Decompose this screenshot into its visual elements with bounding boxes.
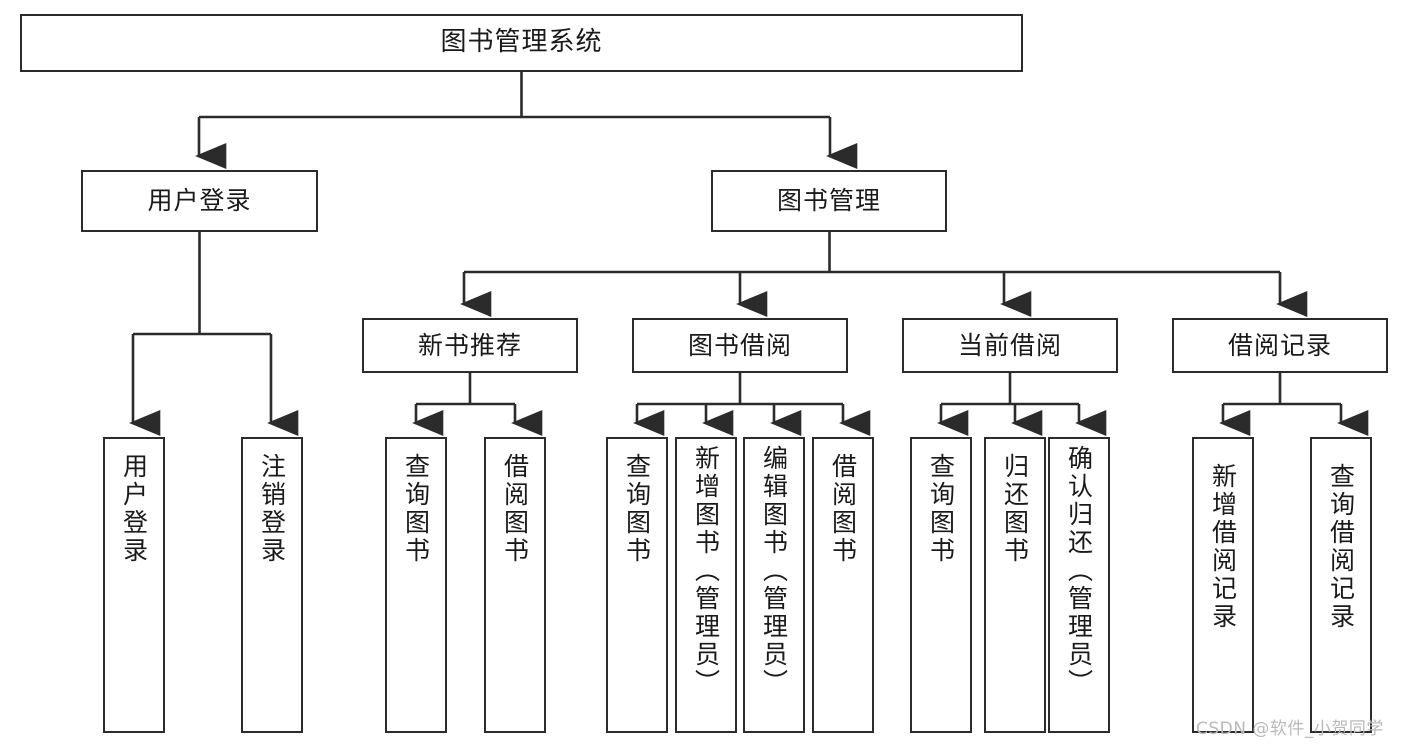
node-leaf-confirm-return[interactable]: 确认归还（管理员） xyxy=(1048,437,1110,733)
node-leaf-add-book-label: 新增图书（管理员） xyxy=(691,445,721,697)
node-leaf-query-book-rec-label: 查询图书 xyxy=(401,453,431,565)
node-book-borrow-label: 图书借阅 xyxy=(687,330,792,360)
node-borrow-record-label: 借阅记录 xyxy=(1227,330,1332,360)
node-book-manage-label: 图书管理 xyxy=(776,186,881,215)
node-leaf-edit-book-label: 编辑图书（管理员） xyxy=(759,445,789,697)
node-user-login-label: 用户登录 xyxy=(147,186,252,215)
node-leaf-confirm-return-label: 确认归还（管理员） xyxy=(1064,445,1094,697)
node-leaf-query-book-cur[interactable]: 查询图书 xyxy=(910,437,972,733)
node-leaf-add-record-label: 新增借阅记录 xyxy=(1208,463,1238,631)
watermark-text: CSDN @软件_小贺同学 xyxy=(1196,719,1384,739)
node-current-borrow-label: 当前借阅 xyxy=(957,330,1062,360)
node-root[interactable]: 图书管理系统 xyxy=(20,14,1023,72)
node-leaf-query-book-borrow-label: 查询图书 xyxy=(622,453,652,565)
node-borrow-record[interactable]: 借阅记录 xyxy=(1172,318,1388,373)
node-leaf-logout-label: 注销登录 xyxy=(257,453,287,565)
node-leaf-borrow-book-rec-label: 借阅图书 xyxy=(500,453,530,565)
node-current-borrow[interactable]: 当前借阅 xyxy=(902,318,1118,373)
node-leaf-query-book-borrow[interactable]: 查询图书 xyxy=(606,437,668,733)
node-root-label: 图书管理系统 xyxy=(440,27,603,58)
node-leaf-return-book[interactable]: 归还图书 xyxy=(984,437,1046,733)
node-leaf-borrow-book-rec[interactable]: 借阅图书 xyxy=(484,437,546,733)
node-leaf-edit-book[interactable]: 编辑图书（管理员） xyxy=(743,437,805,733)
node-book-manage[interactable]: 图书管理 xyxy=(711,170,947,232)
node-user-login[interactable]: 用户登录 xyxy=(81,170,318,232)
node-leaf-query-record[interactable]: 查询借阅记录 xyxy=(1310,437,1372,733)
node-new-book-recommend[interactable]: 新书推荐 xyxy=(362,318,578,373)
node-leaf-logout[interactable]: 注销登录 xyxy=(241,437,303,733)
node-leaf-add-book[interactable]: 新增图书（管理员） xyxy=(675,437,737,733)
node-new-book-recommend-label: 新书推荐 xyxy=(417,330,522,360)
node-leaf-user-login-label: 用户登录 xyxy=(119,453,149,565)
node-leaf-query-book-cur-label: 查询图书 xyxy=(926,453,956,565)
node-leaf-borrow-book[interactable]: 借阅图书 xyxy=(812,437,874,733)
node-leaf-borrow-book-label: 借阅图书 xyxy=(828,453,858,565)
node-leaf-return-book-label: 归还图书 xyxy=(1000,453,1030,565)
node-book-borrow[interactable]: 图书借阅 xyxy=(632,318,848,373)
node-leaf-query-book-rec[interactable]: 查询图书 xyxy=(385,437,447,733)
node-leaf-query-record-label: 查询借阅记录 xyxy=(1326,463,1356,631)
node-leaf-add-record[interactable]: 新增借阅记录 xyxy=(1192,437,1254,733)
node-leaf-user-login[interactable]: 用户登录 xyxy=(103,437,165,733)
